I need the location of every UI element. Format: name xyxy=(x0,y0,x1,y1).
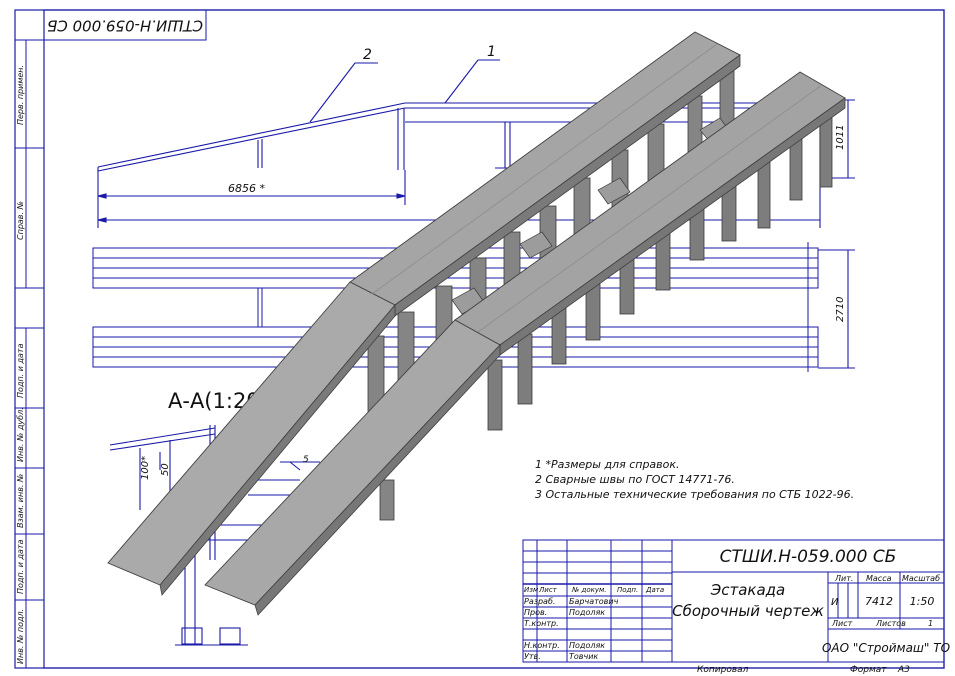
dim-100: 100* xyxy=(140,456,151,480)
mass-value: 7412 xyxy=(865,595,893,608)
mass-label: Масса xyxy=(866,574,892,583)
side-label-0: Перв. примен. xyxy=(16,65,25,125)
callout-1: 1 xyxy=(487,44,496,60)
format-label: Формат А3 xyxy=(850,665,910,675)
scale-value: 1:50 xyxy=(910,595,935,608)
note-1: 1 *Размеры для справок. xyxy=(535,458,680,471)
dim-50: 50 xyxy=(160,463,171,476)
stamp-header-1: Лист xyxy=(538,586,558,594)
scale-label: Масштаб xyxy=(902,574,940,583)
stamp-header-4: Дата xyxy=(645,586,664,594)
doc-title-line2: Сборочный чертеж xyxy=(672,602,824,620)
stamp-name-1: Подоляк xyxy=(569,608,605,617)
side-label-3: Инв. № дубл. xyxy=(16,407,25,462)
dim-6856: 6856 * xyxy=(228,182,265,195)
ramp-brackets xyxy=(451,117,731,315)
lit-value: И xyxy=(831,597,839,608)
side-label-1: Справ. № xyxy=(16,201,25,240)
stamp-role-2: Т.контр. xyxy=(524,619,559,628)
stamp-role-1: Пров. xyxy=(524,608,547,617)
note-2: 2 Сварные швы по ГОСТ 14771-76. xyxy=(535,473,735,486)
code-rotated: СТШИ.Н-059.000 СБ xyxy=(47,17,203,35)
doc-code: СТШИ.Н-059.000 СБ xyxy=(720,547,897,567)
side-strip xyxy=(14,39,45,669)
stamp-header-3: Подп. xyxy=(617,586,638,594)
doc-title-line1: Эстакада xyxy=(710,581,785,599)
dim-5: 5 xyxy=(303,455,309,465)
stamp-name-0: Барчатович xyxy=(569,597,619,606)
stamp-name-5: Товчик xyxy=(569,652,598,661)
callout-2: 2 xyxy=(363,47,372,63)
sheets-label: Листов xyxy=(875,619,906,628)
sheets-value: 1 xyxy=(928,619,933,628)
side-label-4: Взам. инв. № xyxy=(16,474,25,528)
stamp-role-4: Н.контр. xyxy=(524,641,560,650)
ramp-back xyxy=(204,71,846,616)
copied-label: Копировал xyxy=(697,665,749,675)
stamp-header-0: Изм xyxy=(524,586,539,594)
ramp-front xyxy=(107,31,741,596)
title-block xyxy=(522,539,945,663)
side-label-5: Подп. и дата xyxy=(16,539,25,594)
dim-2710: 2710 xyxy=(835,297,846,322)
company-name: ОАО "Строймаш" ТО xyxy=(822,641,950,655)
sheet-label: Лист xyxy=(831,619,853,628)
lit-label: Лит. xyxy=(834,574,853,583)
code-box-rotated xyxy=(43,9,207,41)
stamp-role-5: Утв. xyxy=(524,652,541,661)
side-label-6: Инв. № подл. xyxy=(16,609,25,664)
note-3: 3 Остальные технические требования по СТ… xyxy=(535,488,854,501)
dim-1011: 1011 xyxy=(835,125,846,150)
stamp-name-4: Подоляк xyxy=(569,641,605,650)
stamp-header-2: № докум. xyxy=(571,586,607,594)
side-label-2: Подп. и дата xyxy=(16,343,25,398)
stamp-role-0: Разраб. xyxy=(524,597,555,606)
